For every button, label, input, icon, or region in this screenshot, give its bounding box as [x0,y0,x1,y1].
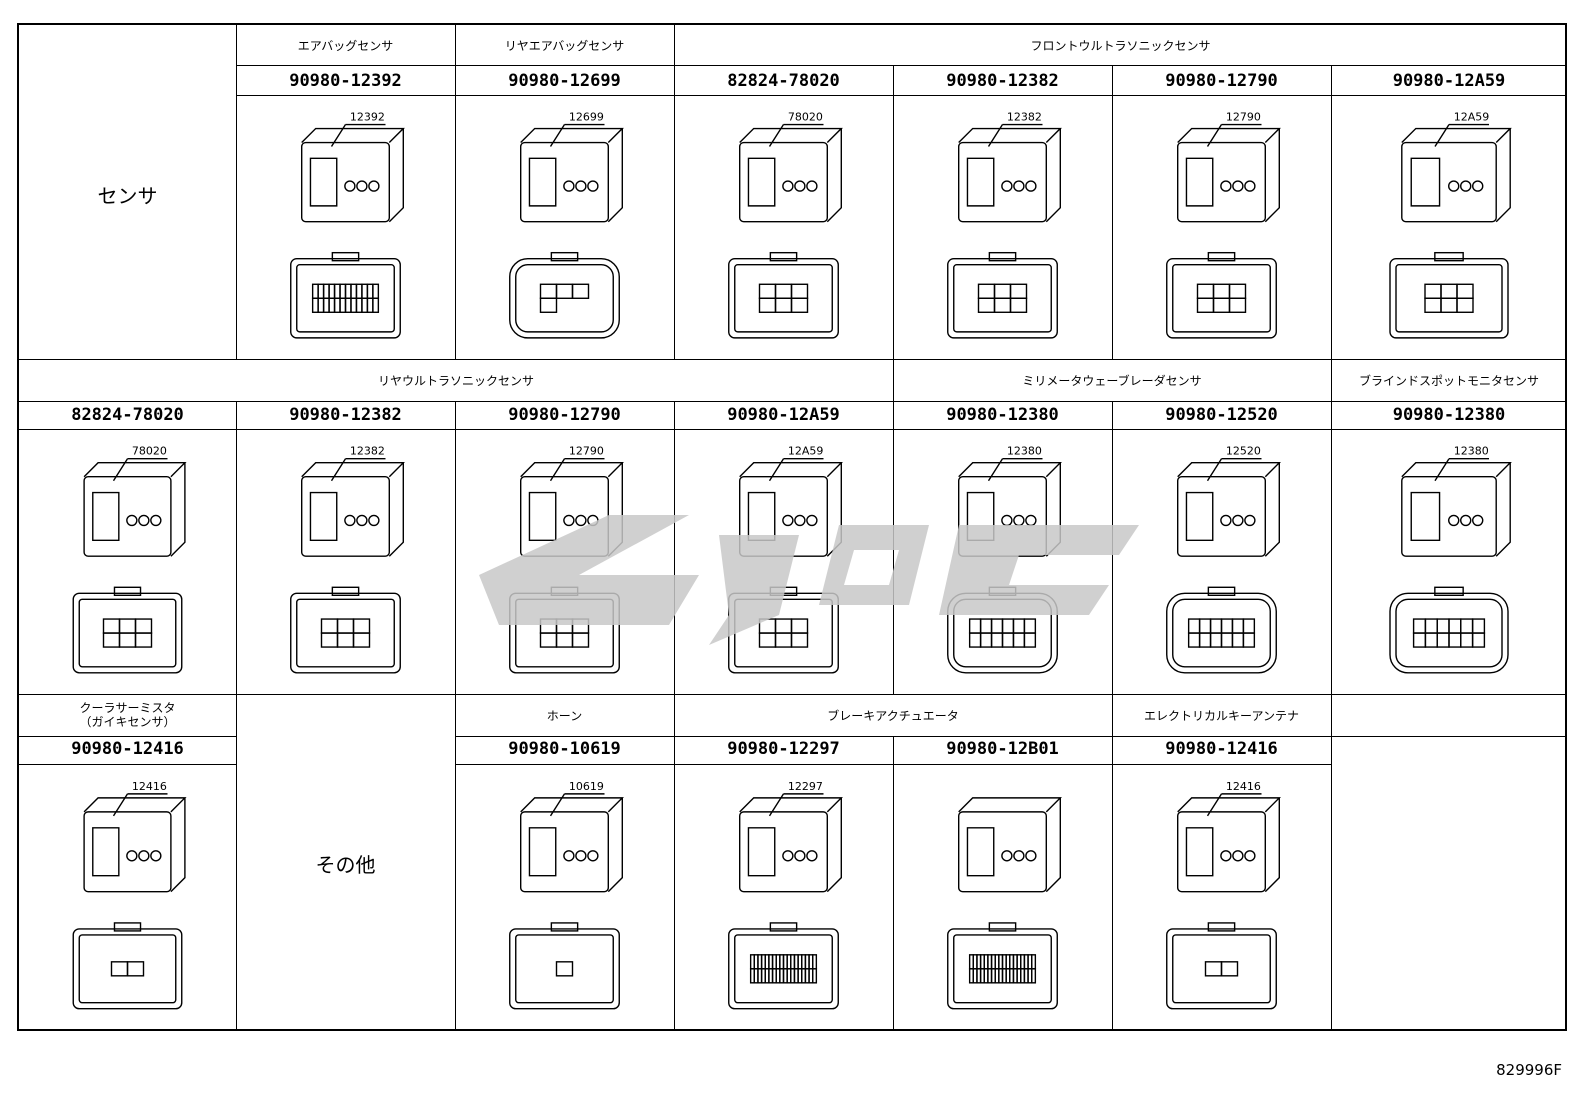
part-number: 90980-12382 [289,405,402,425]
category-rear-ultrasonic-sensor: リヤウルトラソニックセンサ [377,374,534,388]
connector-housing-icon [957,127,1062,223]
callout-label: 12520 [1226,445,1261,458]
part-number: 90980-12699 [508,71,621,91]
category-cooler-thermistor: クーラサーミスタ （ガイキセンサ） [79,701,176,729]
connector-drawing: 12297 [674,764,893,1030]
connector-housing-icon [1401,127,1512,223]
connector-face-icon [947,251,1058,339]
part-number: 90980-12416 [1165,739,1278,759]
part-number: 90980-12416 [71,739,184,759]
connector-housing-icon [1176,797,1281,893]
connector-face-icon [1389,251,1509,339]
connector-housing-icon [738,797,843,893]
category-airbag-sensor: エアバッグセンサ [297,39,394,53]
drawing-code: 829996F [1496,1061,1562,1079]
part-number: 82824-78020 [727,71,840,91]
callout-label: 78020 [788,111,823,124]
callout-label: 12790 [1226,111,1261,124]
connector-housing-icon [300,462,405,557]
connector-housing-icon [1176,127,1281,223]
connector-housing-icon [300,127,405,223]
part-number: 90980-12A59 [1392,71,1506,91]
part-number: 90980-12790 [1165,71,1278,91]
callout-label: 12790 [569,445,604,458]
callout-label: 12A59 [1454,111,1490,124]
callout-label: 12416 [132,780,167,793]
callout-label: 12382 [1007,111,1042,124]
callout-label: 10619 [569,780,604,793]
connector-face-icon [509,922,620,1010]
connector-drawing: 12416 [19,764,236,1030]
part-number: 90980-12B01 [946,739,1059,759]
part-number: 90980-12790 [508,405,621,425]
category-brake-actuator: ブレーキアクチュエータ [827,709,959,723]
callout-label: 78020 [132,445,167,458]
connector-face-icon [509,251,620,339]
connector-housing-icon [83,797,187,893]
category-horn: ホーン [546,709,583,723]
connector-drawing: 12790 [1112,95,1331,359]
connector-drawing: 12A59 [1331,95,1567,359]
connector-face-icon [947,922,1058,1010]
callout-label: 12382 [350,445,385,458]
category-front-ultrasonic-sensor: フロントウルトラソニックセンサ [1030,39,1211,53]
part-number: 90980-12520 [1165,405,1278,425]
connector-face-icon [728,922,839,1010]
connector-housing-icon [83,462,187,557]
connector-drawing: 12416 [1112,764,1331,1030]
part-number: 90980-12297 [727,739,840,759]
part-number: 82824-78020 [71,405,184,425]
connector-drawing: 10619 [455,764,674,1030]
callout-label: 12416 [1226,780,1261,793]
connector-housing-icon [738,127,843,223]
part-number: 90980-10619 [508,739,621,759]
callout-label: 12380 [1007,445,1042,458]
connector-drawing: 12520 [1112,429,1331,694]
connector-face-icon [72,922,183,1010]
watermark-logo-icon [479,515,1139,645]
connector-drawing: 12380 [1331,429,1567,694]
connector-drawing: 78020 [674,95,893,359]
connector-face-icon [290,251,401,339]
part-number: 90980-12A59 [727,405,840,425]
category-millimeter-wave-radar-sensor: ミリメータウェーブレーダセンサ [1022,374,1202,388]
callout-label: 12380 [1454,445,1489,458]
connector-housing-icon [519,797,624,893]
connector-face-icon [1389,586,1509,674]
connector-drawing [893,764,1112,1030]
part-number: 90980-12382 [946,71,1059,91]
callout-label: 12297 [788,780,823,793]
side-label-other: その他 [315,853,376,877]
category-electrical-key-antenna: エレクトリカルキーアンテナ [1143,709,1300,723]
connector-drawing: 12392 [236,95,455,359]
connector-face-icon [1166,251,1277,339]
part-number: 90980-12380 [946,405,1059,425]
connector-face-icon [290,586,401,674]
callout-label: 12392 [350,111,385,124]
callout-label: 12A59 [788,445,824,458]
part-number: 90980-12392 [289,71,402,91]
connector-face-icon [1166,586,1277,674]
connector-drawing: 12699 [455,95,674,359]
connector-face-icon [1166,922,1277,1010]
part-number: 90980-12380 [1392,405,1506,425]
side-label-sensor: センサ [97,184,158,208]
callout-label: 12699 [569,111,604,124]
connector-face-icon [728,251,839,339]
connector-drawing: 12382 [236,429,455,694]
connector-drawing: 12A59 [674,429,893,694]
connector-housing-icon [957,797,1062,893]
connector-housing-icon [1401,462,1512,557]
connector-drawing: 78020 [19,429,236,694]
connector-drawing: 12382 [893,95,1112,359]
connector-housing-icon [519,127,624,223]
category-blind-spot-monitor-sensor: ブラインドスポットモニタセンサ [1358,374,1539,388]
connector-face-icon [72,586,183,674]
connector-housing-icon [1176,462,1281,557]
category-rear-airbag-sensor: リヤエアバッグセンサ [504,39,625,53]
connector-sheet: センサ エアバッグセンサ リヤエアバッグセンサ フロントウルトラソニックセンサ … [17,23,1567,1031]
